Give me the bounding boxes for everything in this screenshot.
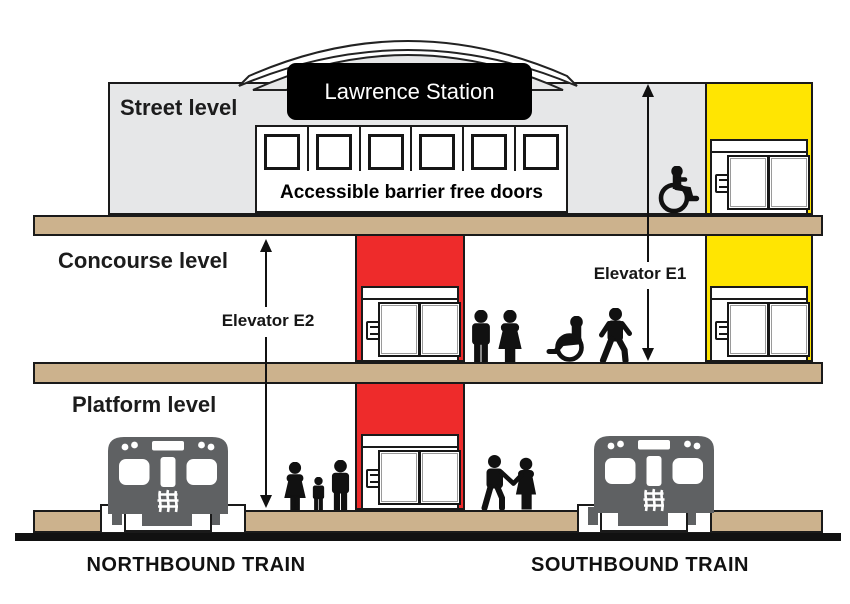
elevator-e1-doors-concourse (710, 286, 810, 362)
track-ground-line (15, 533, 841, 541)
elevator-door-panel (419, 302, 461, 357)
elevator-e1-arrow-down (642, 348, 654, 361)
door-pane (367, 134, 404, 170)
elevator-e1-arrow-line (647, 289, 649, 348)
door-pane (471, 134, 508, 170)
street-level-label: Street level (120, 95, 238, 120)
door-cell (412, 127, 465, 171)
station-name: Lawrence Station (324, 78, 495, 104)
person-man-icon (468, 310, 494, 362)
elevator-door-panel (727, 155, 769, 210)
elevator-e2-arrow-line (265, 251, 267, 307)
elevator-lintel (712, 288, 806, 300)
train-undercarriage-part (686, 507, 696, 525)
train-coupler (618, 511, 668, 526)
door-cell (309, 127, 361, 171)
station-name-banner: Lawrence Station (287, 63, 532, 120)
elevator-e2-arrow-up (260, 239, 272, 252)
person-child-icon (310, 477, 327, 510)
elevator-lintel (363, 288, 457, 300)
wheelchair-icon (651, 166, 703, 214)
elevator-e1-doors-street (710, 139, 810, 215)
concourse-level-label: Concourse level (58, 248, 228, 273)
wheelchair-user-icon (542, 316, 592, 364)
door-cell (464, 127, 517, 171)
northbound-train (107, 432, 229, 514)
door-pane (315, 134, 352, 170)
person-woman-icon (282, 462, 308, 510)
elevator-e2-arrow-line (265, 337, 267, 495)
train-undercarriage-part (112, 507, 122, 525)
door-pane (263, 134, 300, 170)
train-undercarriage-part (588, 507, 598, 525)
street-floor-slab (33, 215, 823, 236)
elevator-door-panel (768, 302, 810, 357)
elevator-e1-arrow-up (642, 84, 654, 97)
door-pane (419, 134, 456, 170)
elevator-e1-arrow-line (647, 96, 649, 262)
southbound-train-label: SOUTHBOUND TRAIN (531, 554, 749, 576)
accessible-doors-label: Accessible barrier free doors (280, 182, 543, 203)
door-cell (516, 127, 566, 171)
elevator-door-panel (768, 155, 810, 210)
door-cell (361, 127, 413, 171)
person-walking-icon (594, 308, 634, 362)
elevator-door-panel (378, 302, 420, 357)
elevator-e2-doors-platform (361, 434, 461, 510)
elevator-lintel (712, 141, 806, 153)
person-man-icon (328, 460, 353, 510)
elevator-door-panel (378, 450, 420, 505)
accessible-doors-row (257, 127, 566, 171)
couple-holding-hands-icon (481, 455, 543, 510)
elevator-e2-label: Elevator E2 (221, 311, 315, 330)
door-cell (257, 127, 309, 171)
northbound-train-label: NORTHBOUND TRAIN (86, 554, 306, 576)
elevator-door-panel (419, 450, 461, 505)
southbound-train (593, 431, 715, 513)
elevator-e2-doors-concourse (361, 286, 461, 362)
person-woman-icon (496, 310, 524, 362)
accessible-doors-box: Accessible barrier free doors (255, 125, 568, 213)
elevator-e1-label: Elevator E1 (593, 264, 687, 283)
train-undercarriage-part (210, 507, 220, 525)
train-coupler (142, 511, 192, 526)
elevator-lintel (363, 436, 457, 448)
platform-level-label: Platform level (72, 392, 217, 417)
elevator-door-panel (727, 302, 769, 357)
door-pane (523, 134, 560, 170)
elevator-e2-arrow-down (260, 495, 272, 508)
concourse-floor-slab (33, 362, 823, 384)
